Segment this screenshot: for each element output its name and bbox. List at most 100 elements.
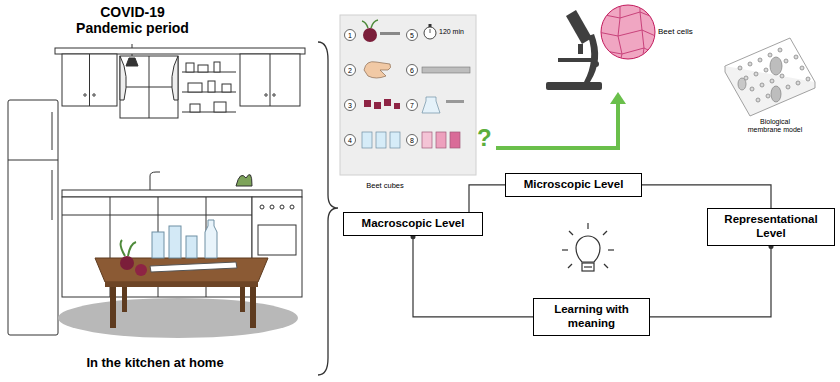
table-illustration [105, 282, 258, 287]
beet-cells-image [598, 0, 660, 62]
microscope-icon [566, 10, 592, 44]
box-label: Microscopic Level [512, 178, 635, 192]
membrane-model [748, 62, 752, 66]
kitchen-illustration [62, 190, 302, 197]
membrane-model [738, 66, 742, 70]
kitchen-illustration [150, 172, 160, 190]
experiment-illustration [363, 28, 377, 42]
heading-label: COVID-19 Pandemic period [70, 4, 195, 36]
bracket [318, 42, 338, 375]
kitchen-illustration [240, 54, 300, 106]
kitchen-illustration [120, 56, 126, 100]
microscope-icon [558, 58, 592, 62]
experiment-illustration [376, 132, 386, 148]
kitchen-illustration [172, 56, 178, 100]
beet-cells-image [600, 12, 660, 20]
beet-cells-image [598, 0, 660, 62]
lightbulb-icon [569, 231, 573, 235]
kitchen-illustration [186, 63, 194, 72]
membrane-model [760, 83, 764, 87]
green-arrow [496, 92, 626, 148]
membrane-model [754, 72, 758, 76]
table-illustration [120, 256, 134, 270]
caption-label: In the kitchen at home [55, 356, 255, 371]
experiment-illustration [407, 100, 418, 111]
kitchen-illustration [190, 104, 200, 112]
kitchen-illustration [188, 83, 202, 92]
experiment-illustration [390, 132, 400, 148]
membrane-model [756, 98, 760, 102]
experiment-illustration [345, 65, 356, 76]
kitchen-illustration [273, 94, 275, 96]
membrane-model [796, 81, 800, 85]
table-illustration [58, 220, 298, 338]
kitchen-illustration [62, 215, 252, 216]
experiment-illustration [422, 67, 470, 73]
box-label: Macroscopic Level [350, 217, 476, 231]
level-box: Learning with meaning [533, 298, 650, 336]
step-number: 3 [345, 101, 355, 110]
kitchen-illustration [89, 54, 90, 106]
connector-line [469, 185, 505, 212]
table-illustration [169, 226, 181, 258]
microscope-icon [546, 10, 602, 90]
experiment-illustration [340, 15, 476, 175]
kitchen-illustration [8, 100, 58, 335]
kitchen-illustration [55, 48, 305, 54]
lamp [126, 58, 138, 66]
kitchen-illustration [208, 81, 215, 92]
kitchen-illustration [290, 205, 294, 209]
membrane-model [738, 78, 746, 90]
experiment-illustration [450, 132, 460, 148]
table-illustration [121, 240, 136, 256]
experiment-illustration [430, 29, 431, 33]
step-number: 5 [407, 31, 417, 40]
experiment-illustration [345, 135, 356, 146]
table-illustration [152, 232, 164, 258]
step-number: 6 [407, 66, 417, 75]
experiment-illustration [364, 62, 391, 78]
kitchen-illustration [52, 112, 53, 150]
table-illustration [110, 286, 116, 328]
membrane-model [766, 94, 770, 98]
level-box: Representational Level [707, 208, 835, 246]
membrane-model [778, 48, 782, 52]
membrane-model [725, 66, 815, 116]
connector-line [642, 185, 771, 208]
lightbulb-icon [603, 231, 607, 235]
connector-line [413, 236, 533, 317]
kitchen-illustration [198, 65, 208, 72]
membrane-model [738, 48, 810, 102]
green-arrow [496, 102, 618, 148]
kitchen-illustration [84, 94, 86, 96]
kitchen-illustration [214, 102, 226, 112]
lightbulb-icon [568, 264, 572, 268]
kitchen-illustration [120, 56, 178, 118]
experiment-illustration [345, 30, 356, 41]
membrane-model [771, 86, 781, 102]
experiment-illustration [407, 135, 418, 146]
microscope-icon [546, 82, 602, 90]
experiment-illustration [407, 30, 418, 41]
membrane-model [784, 59, 788, 63]
box-label: Learning with meaning [540, 303, 643, 331]
step-number: 1 [345, 31, 355, 40]
table-illustration [135, 264, 147, 276]
green-arrow [610, 92, 626, 104]
lightbulb-icon [604, 264, 608, 268]
experiment-illustration [407, 65, 418, 76]
experiment-illustration [424, 27, 436, 39]
membrane-model [794, 55, 798, 59]
lightbulb-icon [562, 249, 568, 250]
step-number: 2 [345, 66, 355, 75]
experiment-illustration [429, 24, 432, 27]
kitchen-illustration [258, 225, 296, 255]
membrane-model [786, 85, 790, 89]
connector-line [650, 246, 771, 317]
lightbulb-icon [584, 266, 592, 267]
kitchen-illustration [214, 62, 220, 72]
